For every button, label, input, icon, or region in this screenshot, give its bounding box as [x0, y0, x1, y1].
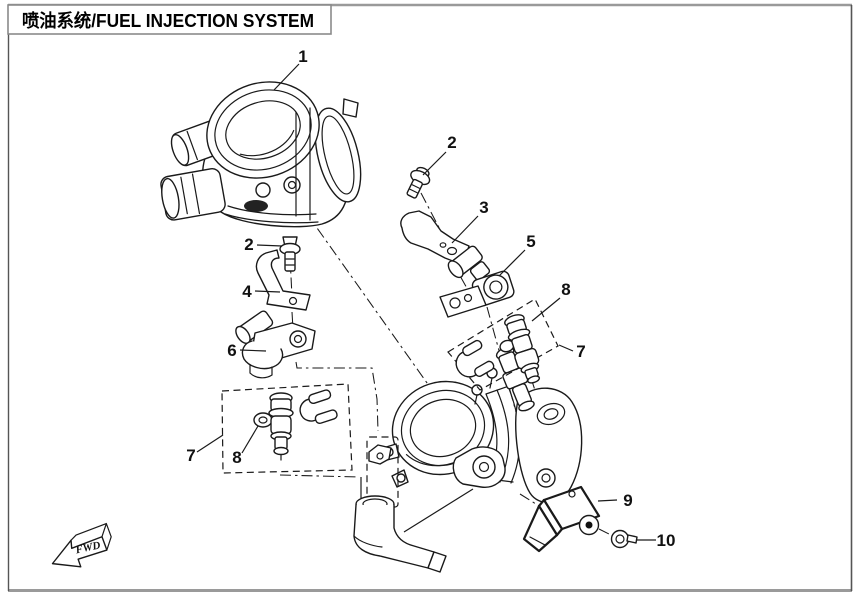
chain-throttle-to-lower	[304, 210, 438, 398]
chain-sensor6-to-duct	[295, 361, 379, 432]
fwd-direction-arrow: FWD	[51, 522, 112, 568]
leader-2-right	[422, 151, 447, 176]
line-lowerbracket-to-elbow	[403, 488, 474, 533]
leader-5	[498, 249, 526, 277]
page-title: 喷油系统/FUEL INJECTION SYSTEM	[22, 10, 314, 31]
hidden-duct-outline	[366, 436, 399, 508]
title-box	[7, 4, 332, 35]
callout-3-bracket: 3	[479, 198, 488, 217]
bracket-9-drawing	[522, 485, 601, 553]
duct-clamp	[368, 444, 392, 465]
callout-7-left-assy: 7	[186, 446, 195, 465]
leader-1	[273, 63, 300, 91]
callout-2-left-bolt: 2	[244, 235, 253, 254]
idle-screw	[255, 182, 271, 198]
lower-throttle-assembly-drawing	[382, 346, 583, 504]
throttle-bore-ring	[206, 81, 320, 179]
callout-5-sensor: 5	[526, 232, 535, 251]
fwd-label: FWD	[74, 539, 102, 556]
elbow-flange	[427, 551, 447, 573]
leader-4	[254, 290, 281, 293]
fwd-arrow-3d-edge	[70, 522, 112, 551]
chain-bracket9-to-bolt10	[598, 528, 612, 536]
callout-9-bracket: 9	[623, 491, 632, 510]
page-frame	[7, 3, 853, 592]
injector-8-right-drawing	[499, 314, 541, 384]
injector-assy-7-left-box	[221, 383, 353, 474]
bolt-2-right-drawing	[406, 166, 431, 199]
throttle-body-drawing	[160, 81, 362, 228]
injector-assy-7-right-box	[447, 298, 559, 391]
top-lug	[342, 98, 359, 118]
sensor-5-flange	[439, 285, 487, 318]
callout-1-throttle-body: 1	[298, 47, 307, 66]
leader-8-left	[241, 425, 259, 454]
clip-drawing-right	[455, 339, 495, 378]
fwd-arrow-body	[51, 536, 108, 568]
sensor-6-drawing	[235, 310, 316, 379]
chain-bracket4-to-sensor6	[291, 311, 294, 330]
left-actuator-lower	[160, 168, 226, 221]
chain-box7l-to-elbow	[279, 474, 360, 478]
leader-9	[597, 499, 618, 502]
manifold-flange	[515, 387, 583, 504]
bracket-4-drawing	[255, 249, 311, 311]
bolt-10-drawing	[610, 529, 638, 549]
leader-7-right	[558, 344, 574, 352]
leader-3	[451, 215, 479, 244]
injector-8-left-drawing	[253, 392, 294, 461]
air-duct-drawing	[353, 436, 447, 573]
bracket-3-drawing	[400, 210, 470, 266]
callout-leader-lines	[196, 63, 656, 541]
elbow-pipe	[353, 504, 435, 569]
leader-2-left	[256, 244, 283, 247]
callout-8-right-injector: 8	[561, 280, 570, 299]
bolt-2-left-drawing	[279, 236, 301, 272]
adapter-screws-drawing	[471, 367, 498, 405]
clip-drawing-left	[299, 389, 338, 425]
callout-10-bolt: 10	[657, 531, 676, 550]
callout-6-sensor: 6	[227, 341, 236, 360]
callout-8-left-injector: 8	[232, 448, 241, 467]
callout-4-bracket: 4	[242, 282, 252, 301]
callout-labels: 1 2 3 5 8 7 2 4 6 7 8 9 10	[186, 47, 675, 550]
sensor-5-drawing	[439, 245, 515, 318]
leader-7-left	[196, 434, 224, 453]
fuel-port	[283, 176, 301, 194]
intake-port	[244, 200, 268, 212]
callout-2-right-bolt: 2	[447, 133, 456, 152]
leader-6	[239, 349, 267, 352]
callout-7-right-assy: 7	[576, 342, 585, 361]
tps-cover	[314, 107, 362, 203]
leader-8-right	[531, 297, 561, 322]
